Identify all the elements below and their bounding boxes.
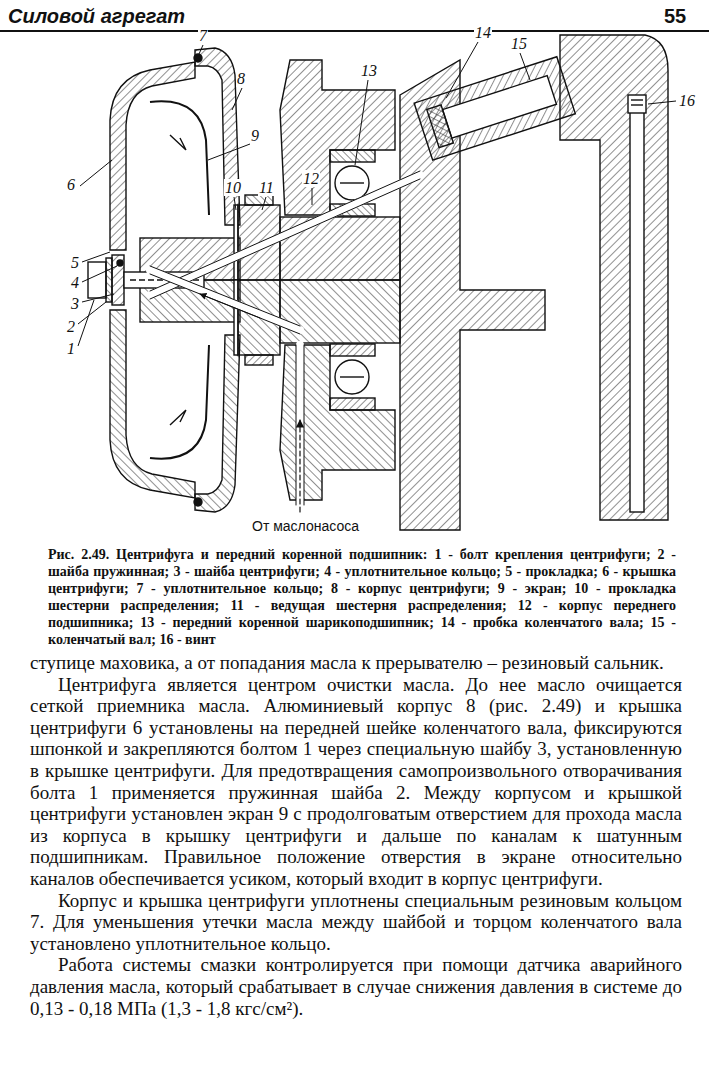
callout-number: 6 (66, 176, 76, 193)
callout-number: 4 (70, 274, 80, 291)
leader-line (82, 252, 110, 262)
leader-line (234, 197, 236, 210)
oil-channel (150, 270, 300, 330)
callout-number: 11 (258, 179, 275, 196)
callout-number: 14 (474, 24, 492, 41)
leader-line (648, 101, 676, 104)
paragraph: ступице маховика, а от попадания масла к… (30, 652, 682, 674)
leader-line (232, 88, 242, 110)
header-rule (0, 30, 709, 32)
crankshaft (414, 57, 575, 160)
callout-number: 2 (66, 318, 76, 335)
leader-line (78, 300, 94, 346)
leader-line (78, 302, 106, 324)
centrifuge-half (340, 182, 364, 183)
crankshaft (631, 99, 643, 100)
oil-channel (296, 345, 297, 505)
figure-caption: Рис. 2.49. Центрифуга и передний коренно… (48, 546, 676, 648)
crankshaft (414, 57, 575, 160)
paragraph: Корпус и крышка центрифуги уплотнены спе… (30, 890, 682, 955)
centrifuge-half (150, 101, 209, 215)
page-header: Силовой агрегат (8, 4, 185, 28)
leader-line (199, 45, 203, 54)
oil-channel (299, 420, 300, 512)
oil-channel (150, 266, 300, 326)
callout-number: 5 (70, 254, 80, 271)
callout-number: 9 (250, 127, 260, 144)
leader-line (80, 160, 112, 186)
leader-line (355, 80, 368, 165)
callout-number: 3 (70, 295, 80, 312)
crankshaft (560, 35, 668, 520)
oil-channel (304, 345, 305, 505)
crankshaft (443, 76, 557, 139)
bolt (112, 255, 124, 305)
leader-line (312, 188, 313, 205)
header-rule (0, 31, 709, 32)
callout-number: 12 (302, 170, 320, 187)
oil-channel (150, 175, 420, 295)
centrifuge-half (330, 150, 375, 162)
leader-line (520, 53, 530, 80)
centrifuge-half (170, 135, 186, 150)
callout-number: 16 (678, 92, 696, 109)
callout-number: 7 (198, 27, 208, 44)
oil-channel (150, 171, 420, 512)
centrifuge-half (335, 166, 369, 200)
oil-channel (150, 171, 420, 291)
leader-line (446, 42, 478, 98)
centrifuge-half (110, 62, 195, 250)
crankshaft (628, 95, 646, 113)
crankshaft (630, 112, 644, 512)
oil-channel (200, 294, 260, 318)
crankshaft (631, 104, 643, 105)
flow-label: От маслонасоса (252, 518, 359, 534)
leader-line (82, 294, 114, 302)
callout-number: 1 (66, 340, 76, 357)
crankshaft (400, 35, 668, 530)
oil-channel (150, 274, 300, 334)
page-number: 55 (664, 4, 686, 28)
bolt (117, 260, 123, 266)
paragraph: Работа системы смазки контролируется при… (30, 954, 682, 1019)
callout-number: 10 (224, 179, 242, 196)
paragraph: Центрифуга является центром очистки масл… (30, 674, 682, 890)
centrifuge-half (194, 54, 202, 62)
crankshaft (427, 105, 454, 148)
callout-number: 15 (510, 35, 528, 52)
callout-number: 8 (236, 70, 246, 87)
leader-line (208, 144, 250, 160)
leader-line (82, 266, 117, 282)
leader-line (262, 197, 266, 210)
leader-line (78, 42, 676, 346)
centrifuge-half (195, 48, 240, 225)
centrifuge-half (245, 195, 273, 205)
oil-channel (150, 179, 420, 299)
body-text: ступице маховика, а от попадания масла к… (30, 652, 682, 1019)
callout-number: 13 (360, 62, 378, 79)
bolt (88, 262, 106, 298)
